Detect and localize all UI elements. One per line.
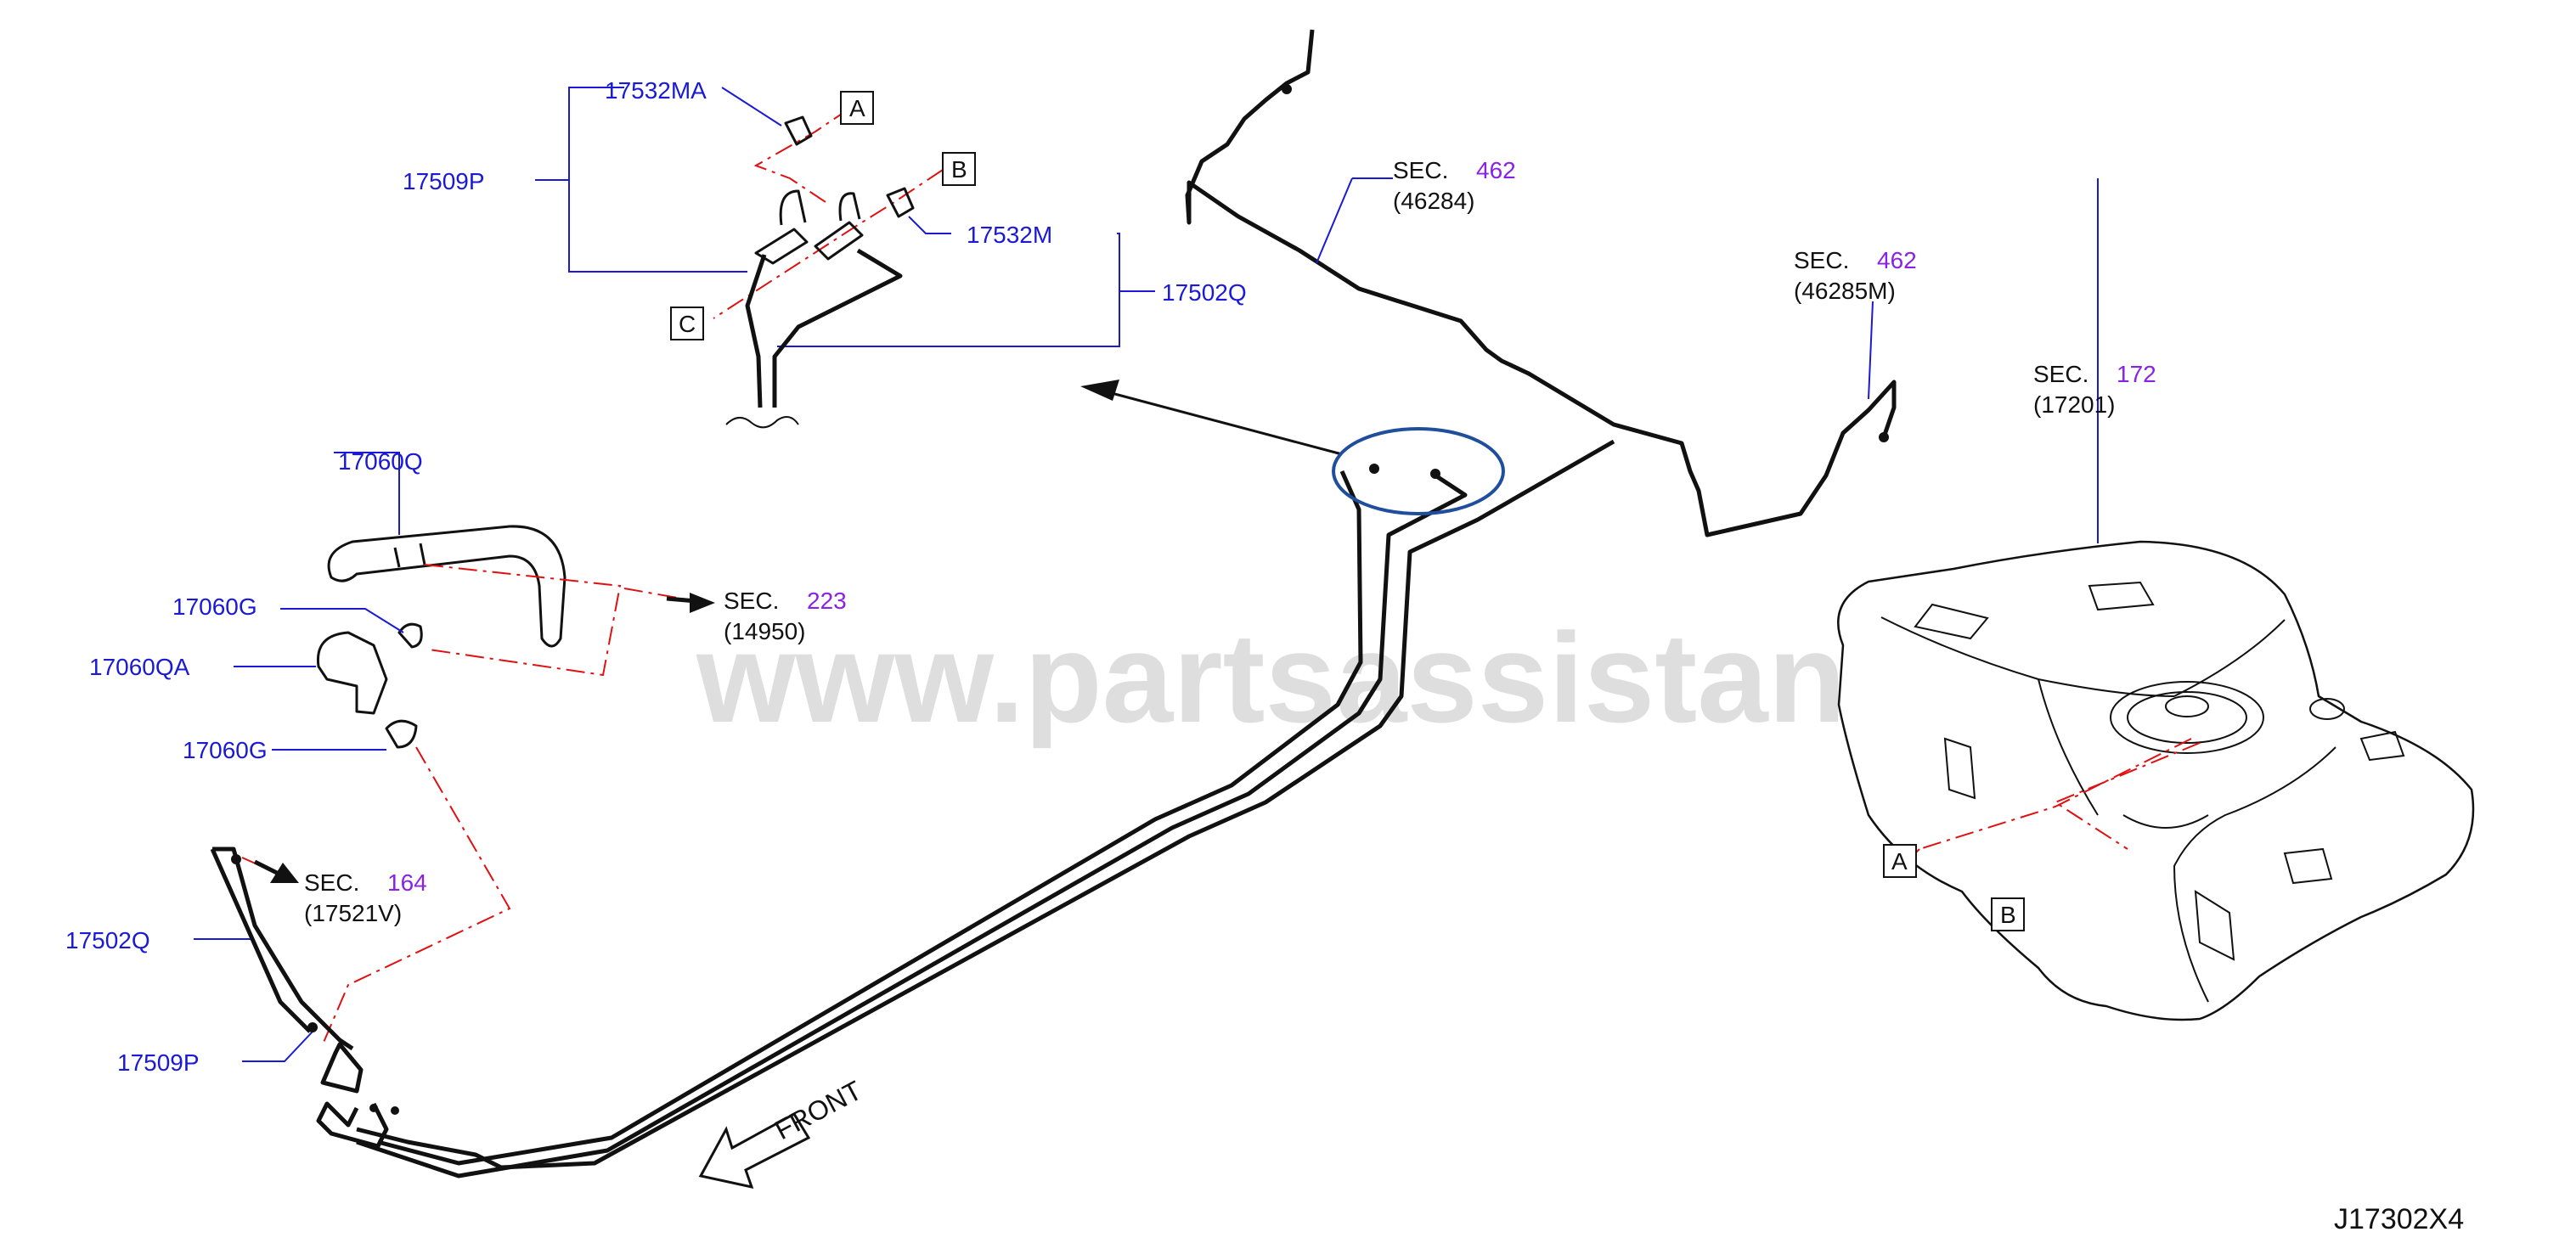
connector-17509P-right	[814, 221, 864, 261]
callout-label-b-tank: B	[2000, 902, 2016, 928]
part-label-17532M: 17532M	[967, 222, 1052, 248]
connector-17532M	[886, 187, 915, 218]
hose-17060QA	[316, 631, 388, 715]
clamp-17060G-2	[385, 719, 418, 749]
leader-17532MA	[721, 87, 782, 127]
leader-17509P-top	[568, 87, 747, 273]
left-hose-assembly: 17060Q 17060G 17060QA 17060G 17502Q 1750…	[65, 448, 715, 1076]
section-ref-462-b: SEC. 462 (46285M)	[1794, 247, 1917, 304]
part-label-17060QA: 17060QA	[89, 654, 190, 680]
vent-tube-left	[745, 254, 767, 408]
fuel-line-1	[377, 470, 1363, 1166]
callout-box-a-tank	[1883, 844, 1917, 878]
section-ref-172: SEC. 172 (17201)	[2033, 361, 2156, 418]
leader-17532M	[908, 216, 951, 234]
leader-17502Q-top	[777, 233, 1120, 347]
svg-text:(17521V): (17521V)	[304, 900, 402, 926]
part-label-17060G-1: 17060G	[172, 593, 257, 620]
svg-text:SEC.: SEC.	[304, 869, 359, 896]
part-label-17060Q: 17060Q	[338, 448, 423, 475]
fuel-line-3	[356, 439, 1615, 1170]
fuel-tank: A B	[1837, 178, 2475, 1021]
svg-text:462: 462	[1877, 247, 1917, 273]
part-label-17509P-bottom: 17509P	[117, 1049, 200, 1076]
brake-line	[1185, 29, 1897, 537]
callout-box-b-top	[942, 152, 976, 186]
leader-17509P-bottom	[242, 1031, 313, 1062]
svg-text:SEC.: SEC.	[724, 588, 779, 614]
callout-label-b-top: B	[951, 156, 967, 183]
callout-box-c-top	[670, 307, 704, 340]
section-ref-223: SEC. 223 (14950)	[724, 588, 847, 644]
svg-text:SEC.: SEC.	[1393, 157, 1448, 183]
svg-text:172: 172	[2117, 361, 2156, 387]
filler-tube	[212, 847, 354, 1051]
front-label: FRONT	[769, 1075, 866, 1146]
part-label-17532MA: 17532MA	[605, 77, 707, 104]
detail-circle	[1332, 427, 1505, 515]
svg-text:164: 164	[387, 869, 427, 896]
section-ref-462-a: SEC. 462 (46284)	[1393, 157, 1516, 214]
svg-text:(46285M): (46285M)	[1794, 278, 1896, 304]
leader-17060G-1	[280, 608, 404, 633]
svg-text:(46284): (46284)	[1393, 188, 1475, 214]
svg-text:SEC.: SEC.	[1794, 247, 1849, 273]
part-label-17060G-2: 17060G	[183, 737, 268, 763]
main-fuel-lines	[316, 439, 1615, 1178]
top-detail-assembly: A B C 17532MA 17509P 17532M 17502Q	[403, 77, 1247, 429]
fuel-pump-ring	[2110, 681, 2264, 754]
callout-label-a-tank: A	[1891, 848, 1908, 875]
leader-sec-462-46285M	[1868, 301, 1874, 400]
connector-17509P-left	[754, 228, 809, 265]
hose-17060Q	[327, 525, 566, 648]
vent-tube-right	[772, 248, 903, 408]
front-arrow-icon	[698, 1111, 811, 1190]
callout-box-b-tank	[1991, 897, 2025, 931]
leader-17060Q	[334, 452, 400, 535]
diagram-code: J17302X4	[2334, 1203, 2464, 1235]
part-label-17502Q-top: 17502Q	[1162, 279, 1247, 306]
section-ref-164: SEC. 164 (17521V)	[304, 869, 427, 926]
fuel-tank-body	[1837, 540, 2475, 1021]
part-label-17502Q-bottom: 17502Q	[65, 927, 150, 953]
svg-text:SEC.: SEC.	[2033, 361, 2088, 387]
part-label-17509P-top: 17509P	[403, 168, 485, 194]
callout-label-c-top: C	[679, 311, 696, 337]
detail-arrow	[1095, 387, 1343, 456]
callout-label-a-top: A	[849, 95, 865, 121]
fuel-line-2	[356, 473, 1468, 1178]
connector-17532MA	[784, 115, 813, 146]
svg-text:462: 462	[1476, 157, 1516, 183]
svg-text:223: 223	[807, 588, 847, 614]
callout-box-a-top	[840, 91, 874, 125]
clamp-17060G-1	[397, 622, 423, 649]
svg-text:(17201): (17201)	[2033, 391, 2116, 418]
leader-sec-462-46284	[1316, 177, 1353, 264]
svg-text:(14950): (14950)	[724, 618, 806, 644]
